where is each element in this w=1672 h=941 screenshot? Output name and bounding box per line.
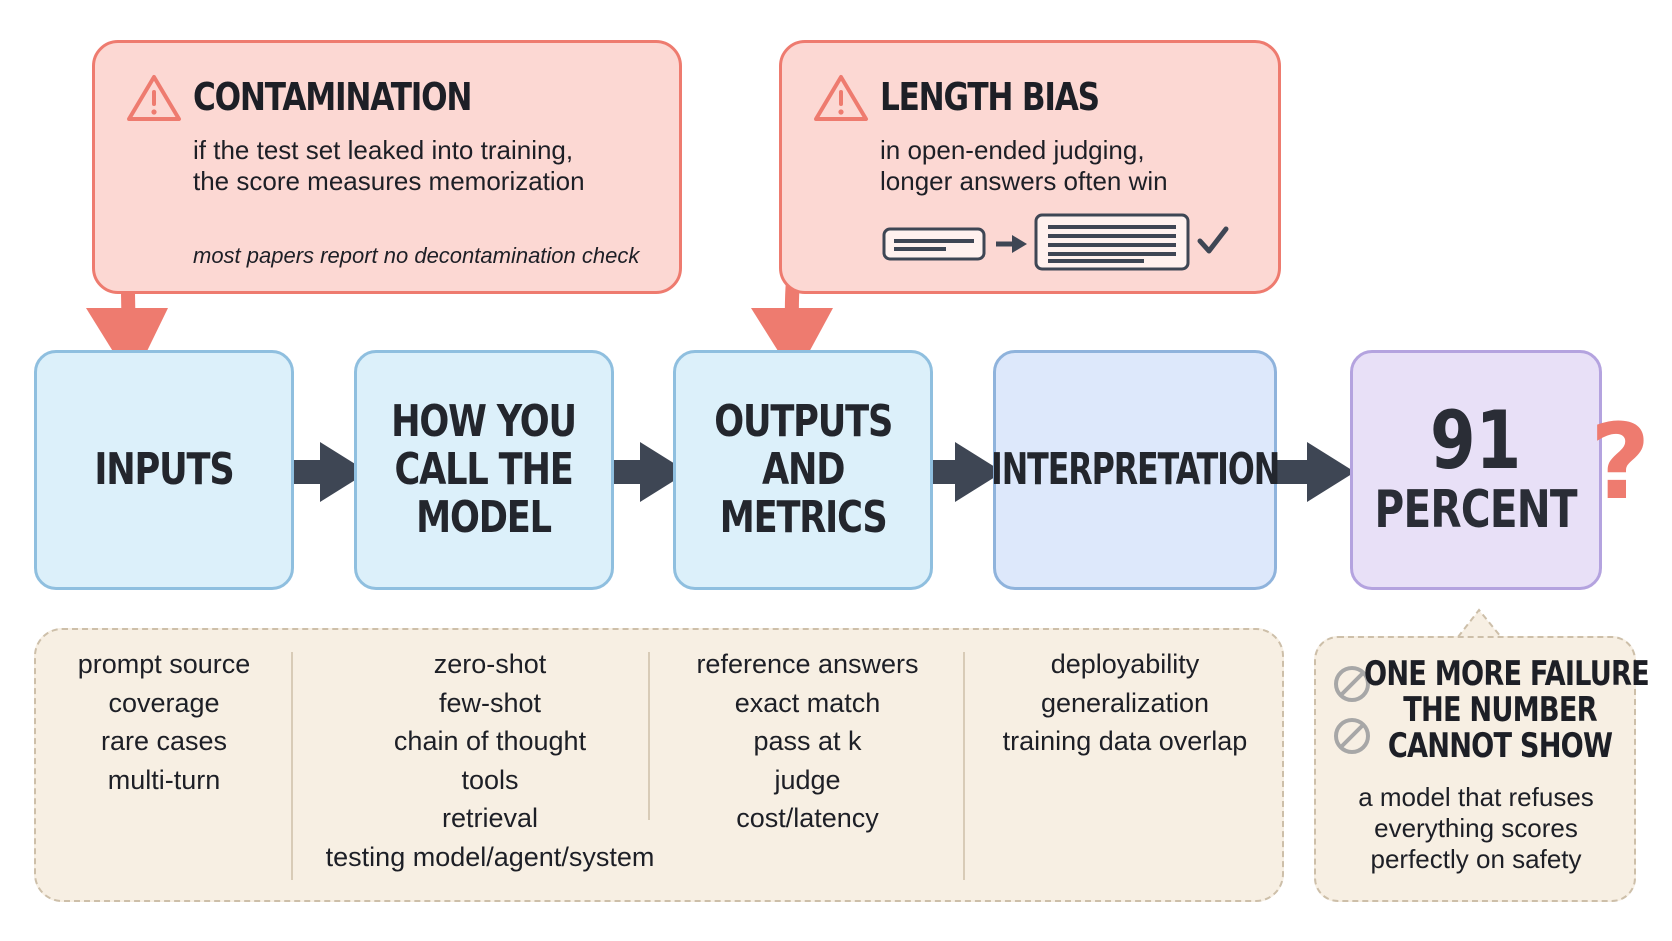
failure-line-1: a model that refuses: [1358, 782, 1594, 812]
stage-call-model: HOW YOU CALL THE MODEL: [354, 350, 614, 590]
detail-item: testing model/agent/system: [325, 841, 655, 872]
detail-item: generalization: [1040, 687, 1210, 718]
detail-item: zero-shot: [433, 649, 547, 679]
detail-item: coverage: [108, 687, 220, 718]
contamination-title: CONTAMINATION: [193, 75, 472, 119]
length-bias-description: in open-ended judging, longer answers of…: [880, 135, 1168, 197]
failure-title: ONE MORE FAILURE THE NUMBER CANNOT SHOW: [1364, 654, 1650, 766]
failure-title-line-2: THE NUMBER: [1403, 690, 1597, 730]
detail-item: judge: [774, 764, 841, 795]
stage-details-panel: [34, 628, 1284, 902]
length-bias-callout: LENGTH BIAS in open-ended judging, longe…: [779, 40, 1281, 294]
stage-outputs-metrics-label: OUTPUTS AND METRICS: [714, 396, 893, 543]
detail-item: rare cases: [100, 726, 228, 756]
contamination-line-2: the score measures memorization: [193, 166, 585, 196]
prohibited-icon: [1334, 718, 1370, 754]
question-mark: ?: [1590, 401, 1651, 523]
stage-interpretation: INTERPRETATION: [990, 350, 1280, 590]
detail-item: pass at k: [753, 726, 862, 756]
length-bias-line-2: longer answers often win: [880, 166, 1168, 196]
contamination-description: if the test set leaked into training, th…: [193, 135, 585, 197]
failure-line-2: everything scores: [1374, 813, 1578, 843]
details-interpretation: deployability generalization training da…: [975, 645, 1275, 761]
details-inputs: prompt source coverage rare cases multi-…: [40, 645, 288, 799]
details-outputs-metrics: reference answers exact match pass at k …: [660, 645, 955, 838]
warning-triangle-icon: [814, 75, 868, 121]
failure-title-line-3: CANNOT SHOW: [1387, 726, 1613, 766]
detail-item: exact match: [734, 687, 881, 718]
detail-item: training data overlap: [1002, 726, 1248, 756]
detail-item: tools: [461, 764, 519, 795]
contamination-line-1: if the test set leaked into training,: [193, 135, 574, 165]
contamination-callout: CONTAMINATION if the test set leaked int…: [92, 40, 682, 294]
result-number: 91: [1430, 394, 1522, 487]
detail-item: prompt source: [77, 649, 251, 679]
detail-item: retrieval: [441, 803, 539, 833]
short-vs-long-answer-icon: [882, 213, 1229, 271]
detail-item: reference answers: [696, 649, 919, 679]
detail-item: cost/latency: [736, 803, 879, 833]
result-unit: PERCENT: [1374, 480, 1578, 540]
failure-line-3: perfectly on safety: [1370, 844, 1582, 874]
panel-divider-2: [648, 652, 650, 820]
stage-call-model-label: HOW YOU CALL THE MODEL: [391, 396, 578, 543]
warning-triangle-icon: [127, 75, 181, 121]
stage-inputs-label: INPUTS: [94, 444, 234, 495]
panel-divider-3: [963, 652, 965, 880]
failure-callout-tail: [1455, 608, 1504, 638]
panel-divider-1: [291, 652, 293, 880]
detail-item: deployability: [1050, 649, 1200, 679]
detail-item: few-shot: [438, 687, 542, 718]
stage-interpretation-label: INTERPRETATION: [990, 444, 1280, 495]
result-score-box: 91 PERCENT: [1350, 350, 1602, 590]
stage-outputs-metrics: OUTPUTS AND METRICS: [673, 350, 933, 590]
length-bias-title: LENGTH BIAS: [880, 75, 1100, 119]
details-call-model: zero-shot few-shot chain of thought tool…: [300, 645, 680, 876]
stage-inputs: INPUTS: [34, 350, 294, 590]
detail-item: multi-turn: [107, 764, 221, 795]
failure-title-line-1: ONE MORE FAILURE: [1364, 654, 1650, 694]
prohibited-icon: [1334, 666, 1370, 702]
detail-item: chain of thought: [393, 726, 587, 756]
contamination-note: most papers report no decontamination ch…: [193, 243, 640, 268]
failure-description: a model that refuses everything scores p…: [1320, 782, 1632, 875]
length-bias-line-1: in open-ended judging,: [880, 135, 1145, 165]
